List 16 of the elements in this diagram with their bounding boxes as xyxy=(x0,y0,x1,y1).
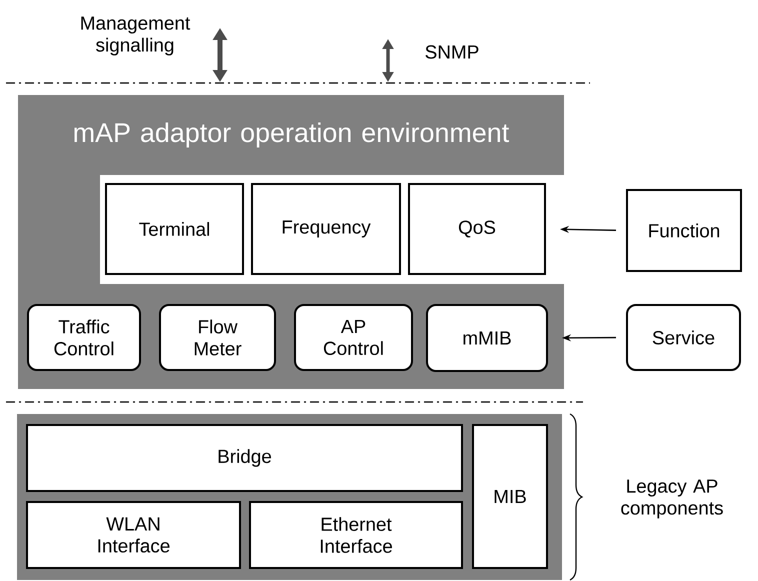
component-box: Terminal xyxy=(105,183,244,275)
module-box: AP Control xyxy=(294,304,413,371)
component-box: Ethernet Interface xyxy=(249,501,463,569)
component-box: Function xyxy=(626,189,742,272)
module-box: Service xyxy=(626,304,741,371)
module-box: Traffic Control xyxy=(27,304,141,371)
component-box: WLAN Interface xyxy=(26,501,241,569)
signal-label: SNMP xyxy=(426,45,478,59)
module-box: mMIB xyxy=(426,304,548,372)
component-box: Bridge xyxy=(26,424,463,492)
component-box: QoS xyxy=(408,183,546,275)
component-box: Frequency xyxy=(251,183,401,275)
signal-label: Management signalling xyxy=(81,16,190,56)
component-box: MIB xyxy=(472,424,548,569)
brace-label: Legacy AP components xyxy=(621,480,723,518)
module-box: Flow Meter xyxy=(159,304,276,371)
